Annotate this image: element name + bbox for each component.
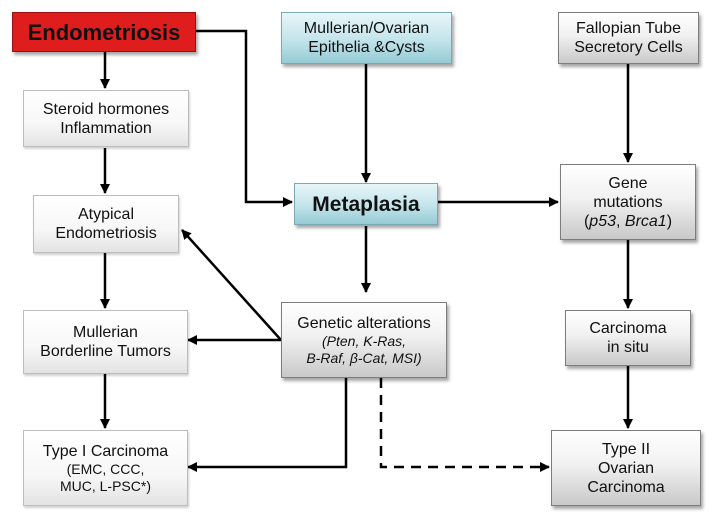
gene-p53: p53 (589, 212, 616, 230)
node-endometriosis: Endometriosis (12, 12, 196, 52)
node-borderline-line2: Borderline Tumors (40, 343, 171, 360)
node-type1-line1: Type I Carcinoma (42, 442, 169, 460)
node-genetic-line3: B-Raf, β-Cat, MSI) (306, 349, 422, 366)
node-type2-line3: Carcinoma (587, 478, 665, 496)
node-mullerian-ovarian-line2: Epithelia &Cysts (308, 39, 425, 56)
arrow-genetic-to-atypical (181, 229, 282, 341)
paren-close: ) (666, 212, 673, 230)
node-gene-line2: mutations (593, 193, 663, 211)
node-gene-mutations: Gene mutations (p53, Brca1) (560, 164, 696, 240)
node-cis-line2: in situ (607, 339, 649, 356)
node-fallopian-line1: Fallopian Tube (576, 20, 681, 37)
node-steroid-hormones: Steroid hormones Inflammation (23, 90, 189, 147)
arrow-endometriosis-to-metaplasia (196, 29, 293, 207)
node-genetic-line1: Genetic alterations (297, 314, 431, 332)
node-type2-line1: Type II (601, 440, 651, 458)
node-gene-line1: Gene (608, 174, 648, 192)
node-mullerian-borderline: Mullerian Borderline Tumors (23, 310, 188, 374)
node-endometriosis-label: Endometriosis (27, 19, 181, 45)
paren-open: ( (583, 212, 590, 230)
node-steroid-line2: Inflammation (60, 119, 152, 137)
node-metaplasia: Metaplasia (294, 183, 438, 225)
node-type2-line2: Ovarian (597, 459, 655, 477)
node-atypical-line1: Atypical (77, 206, 135, 223)
node-fallopian-tube: Fallopian Tube Secretory Cells (558, 12, 699, 64)
node-atypical-endometriosis: Atypical Endometriosis (33, 195, 179, 253)
node-type1-carcinoma: Type I Carcinoma (EMC, CCC, MUC, L-PSC*) (23, 430, 188, 506)
node-genetic-alterations: Genetic alterations (Pten, K-Ras, B-Raf,… (281, 302, 447, 378)
gene-brca1: Brca1 (624, 212, 667, 230)
node-mullerian-ovarian-line1: Mullerian/Ovarian (303, 20, 430, 37)
node-steroid-line1: Steroid hormones (42, 100, 170, 118)
node-type1-line3: MUC, L-PSC*) (59, 477, 151, 494)
gene-separator: , (616, 212, 625, 230)
node-carcinoma-in-situ: Carcinoma in situ (565, 310, 691, 366)
arrow-genetic-to-type1 (187, 378, 348, 472)
node-atypical-line2: Endometriosis (55, 225, 157, 242)
node-borderline-line1: Mullerian (73, 324, 138, 341)
node-type2-carcinoma: Type II Ovarian Carcinoma (551, 430, 701, 506)
node-metaplasia-label: Metaplasia (312, 192, 420, 216)
node-gene-line3: (p53, Brca1) (584, 212, 672, 231)
arrow-genetic-to-type2-dashed (379, 378, 550, 472)
node-type1-line2: (EMC, CCC, (66, 460, 145, 477)
node-fallopian-line2: Secretory Cells (574, 39, 683, 56)
node-cis-line1: Carcinoma (589, 320, 667, 337)
node-mullerian-ovarian: Mullerian/Ovarian Epithelia &Cysts (281, 12, 452, 64)
node-genetic-line2: (Pten, K-Ras, (321, 332, 407, 349)
